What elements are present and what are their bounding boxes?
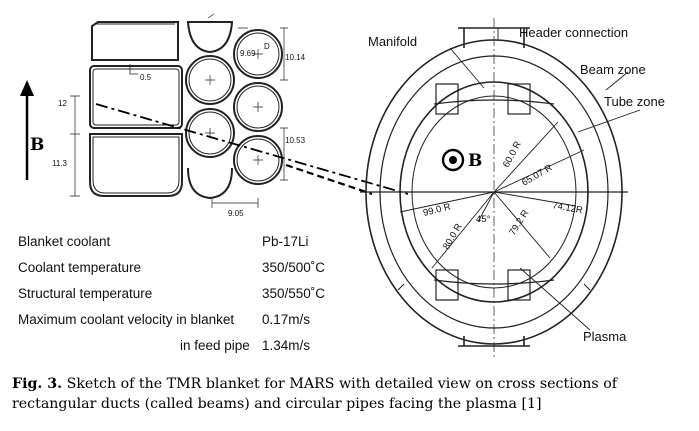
radius-label: 74.12R: [551, 200, 583, 216]
table-row-value: Pb-17Li: [262, 234, 309, 249]
manifold-label: Manifold: [368, 34, 417, 49]
beam-zone-label: Beam zone: [580, 62, 646, 77]
dim-label: 10.53: [285, 136, 306, 145]
plasma-label: Plasma: [583, 329, 627, 344]
dim-label: 0.5: [140, 73, 152, 82]
projection-line: [285, 163, 373, 196]
header-connection-label: Header connection: [519, 25, 628, 40]
dim-label: D: [264, 42, 270, 51]
dim-label: 9.69: [240, 49, 256, 58]
tube-zone-label: Tube zone: [604, 94, 665, 109]
table-row-label: Blanket coolant: [18, 234, 111, 249]
projection-line: [95, 103, 409, 195]
caption-label: Fig. 3.: [12, 376, 63, 392]
table-row-label: Coolant temperature: [18, 260, 142, 275]
dim-label: 11.3: [52, 159, 68, 168]
table-row-value: 1.34m/s: [262, 338, 311, 353]
dim-label: 12: [58, 99, 67, 108]
table-row-value: 0.17m/s: [262, 312, 311, 327]
table-row-value: 350/550˚C: [262, 286, 326, 301]
table-row-label: Maximum coolant velocity in blanket: [18, 312, 235, 327]
radius-label: 99.0 R: [422, 201, 452, 218]
radius-label: 65.07 R: [520, 162, 554, 188]
table-row-value: 350/500˚C: [262, 260, 326, 275]
arrow-up-icon: [20, 80, 34, 180]
torus-field-label: B: [468, 151, 482, 171]
dim-label: 9.05: [228, 209, 244, 218]
radius-label: 80.0 R: [441, 222, 465, 252]
cross-section-detail: [70, 13, 288, 208]
figure-caption: Fig. 3. Sketch of the TMR blanket for MA…: [12, 374, 692, 414]
caption-text: Sketch of the TMR blanket for MARS with …: [12, 376, 618, 412]
angle-label: 45°: [476, 214, 491, 225]
torus-cross-section: [360, 18, 641, 360]
dim-label: 10.14: [285, 53, 306, 62]
table-row-label: Structural temperature: [18, 286, 153, 301]
field-b-label: B: [30, 135, 44, 155]
table-row-label: in feed pipe: [180, 338, 250, 353]
radius-label: 60.0 R: [501, 139, 524, 169]
field-out-of-page-icon: [441, 148, 465, 172]
